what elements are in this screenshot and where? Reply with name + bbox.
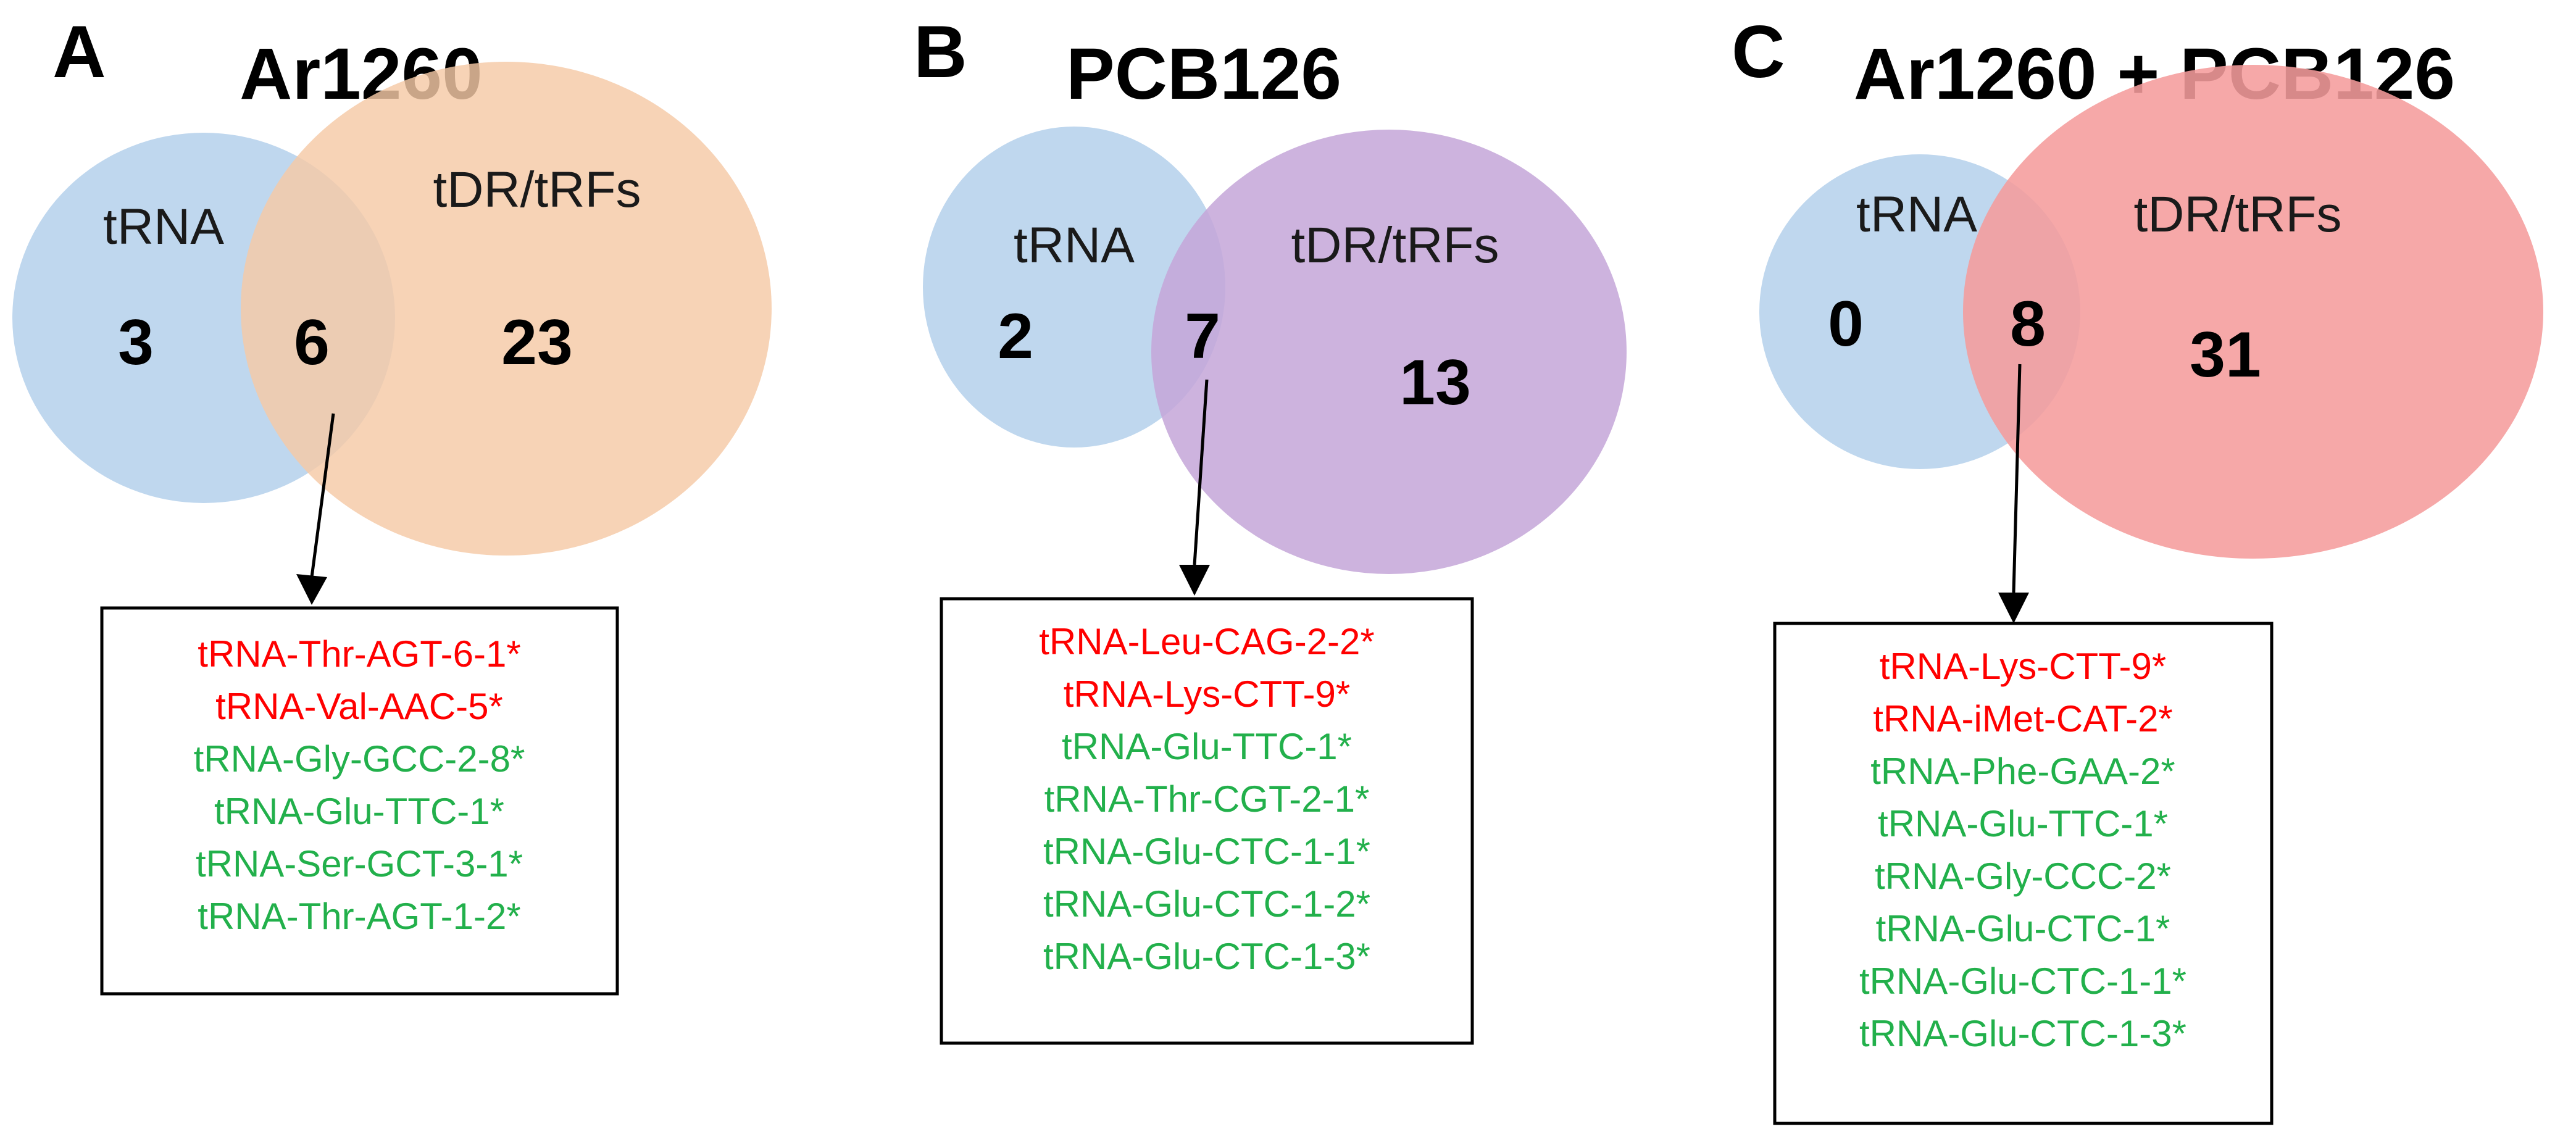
trna-only-count: 2 (998, 301, 1033, 372)
tdr-trf-circle (241, 62, 772, 556)
panel-letter: C (1732, 10, 1785, 93)
overlap-list-box (100, 606, 619, 996)
arrow-head (296, 574, 327, 605)
trna-set-label: tRNA (1856, 186, 1977, 243)
list-item: tRNA-Gly-GCC-2-8* (194, 738, 525, 780)
list-item: tRNA-Glu-TTC-1* (214, 791, 504, 832)
panel-letter: B (914, 10, 967, 93)
tdr-trf-set-label: tDR/tRFs (1291, 217, 1499, 273)
trna-only-count: 0 (1828, 288, 1864, 360)
trna-only-count: 3 (118, 307, 154, 378)
list-item: tRNA-Phe-GAA-2* (1870, 751, 2175, 792)
list-item: tRNA-Gly-CCC-2* (1875, 856, 2171, 897)
panel-title: PCB126 (1066, 33, 1341, 115)
overlap-list-box (1773, 622, 2274, 1125)
list-item: tRNA-Glu-CTC-1-1* (1043, 831, 1370, 872)
list-item: tRNA-Val-AAC-5* (215, 686, 503, 727)
trna-set-label: tRNA (1014, 217, 1135, 273)
arrow-head (1998, 593, 2029, 623)
panel-c: C Ar1260 + PCB126 tRNA tDR/tRFs 0 8 31 t… (1732, 10, 2543, 1125)
overlap-list: tRNA-Lys-CTT-9* tRNA-iMet-CAT-2* tRNA-Ph… (1859, 646, 2186, 1054)
overlap-list-box (940, 597, 1474, 1045)
overlap-list: tRNA-Leu-CAG-2-2* tRNA-Lys-CTT-9* tRNA-G… (1039, 621, 1375, 977)
list-item: tRNA-iMet-CAT-2* (1873, 698, 2173, 739)
overlap-arrow (310, 413, 335, 578)
list-item: tRNA-Thr-CGT-2-1* (1044, 778, 1370, 820)
trna-circle (923, 127, 1225, 448)
tdr-trf-circle (1963, 65, 2543, 559)
list-item: tRNA-Thr-AGT-1-2* (198, 896, 520, 937)
list-item: tRNA-Thr-AGT-6-1* (198, 633, 520, 675)
tdr-trf-set-label: tDR/tRFs (2133, 186, 2341, 243)
overlap-arrow (2012, 364, 2022, 593)
tdr-trf-only-count: 23 (501, 307, 573, 378)
list-item: tRNA-Glu-CTC-1-3* (1859, 1013, 2186, 1054)
panel-b: B PCB126 tRNA tDR/tRFs 2 7 13 tRNA-Leu-C… (914, 10, 1627, 1045)
list-item: tRNA-Glu-TTC-1* (1062, 726, 1352, 767)
panel-letter: A (52, 10, 106, 93)
overlap-arrow (1193, 379, 1209, 565)
trna-set-label: tRNA (103, 199, 224, 255)
list-item: tRNA-Glu-TTC-1* (1878, 803, 2168, 844)
list-item: tRNA-Leu-CAG-2-2* (1039, 621, 1375, 662)
overlap-count: 6 (294, 307, 330, 378)
list-item: tRNA-Ser-GCT-3-1* (196, 843, 523, 885)
panel-a: A Ar1260 tRNA tDR/tRFs 3 6 23 tRNA-Thr-A… (12, 10, 772, 996)
list-item: tRNA-Glu-CTC-1-3* (1043, 936, 1370, 977)
overlap-count: 7 (1185, 301, 1220, 372)
list-item: tRNA-Glu-CTC-1* (1876, 908, 2170, 949)
list-item: tRNA-Glu-CTC-1-2* (1043, 883, 1370, 925)
tdr-trf-set-label: tDR/tRFs (433, 162, 641, 218)
list-item: tRNA-Lys-CTT-9* (1880, 646, 2166, 687)
overlap-count: 8 (2010, 288, 2046, 360)
tdr-trf-circle (1151, 130, 1627, 574)
list-item: tRNA-Glu-CTC-1-1* (1859, 960, 2186, 1002)
overlap-list: tRNA-Thr-AGT-6-1* tRNA-Val-AAC-5* tRNA-G… (194, 633, 525, 937)
tdr-trf-only-count: 13 (1399, 347, 1471, 418)
list-item: tRNA-Lys-CTT-9* (1064, 673, 1350, 715)
arrow-head (1179, 565, 1210, 596)
tdr-trf-only-count: 31 (2190, 319, 2261, 391)
